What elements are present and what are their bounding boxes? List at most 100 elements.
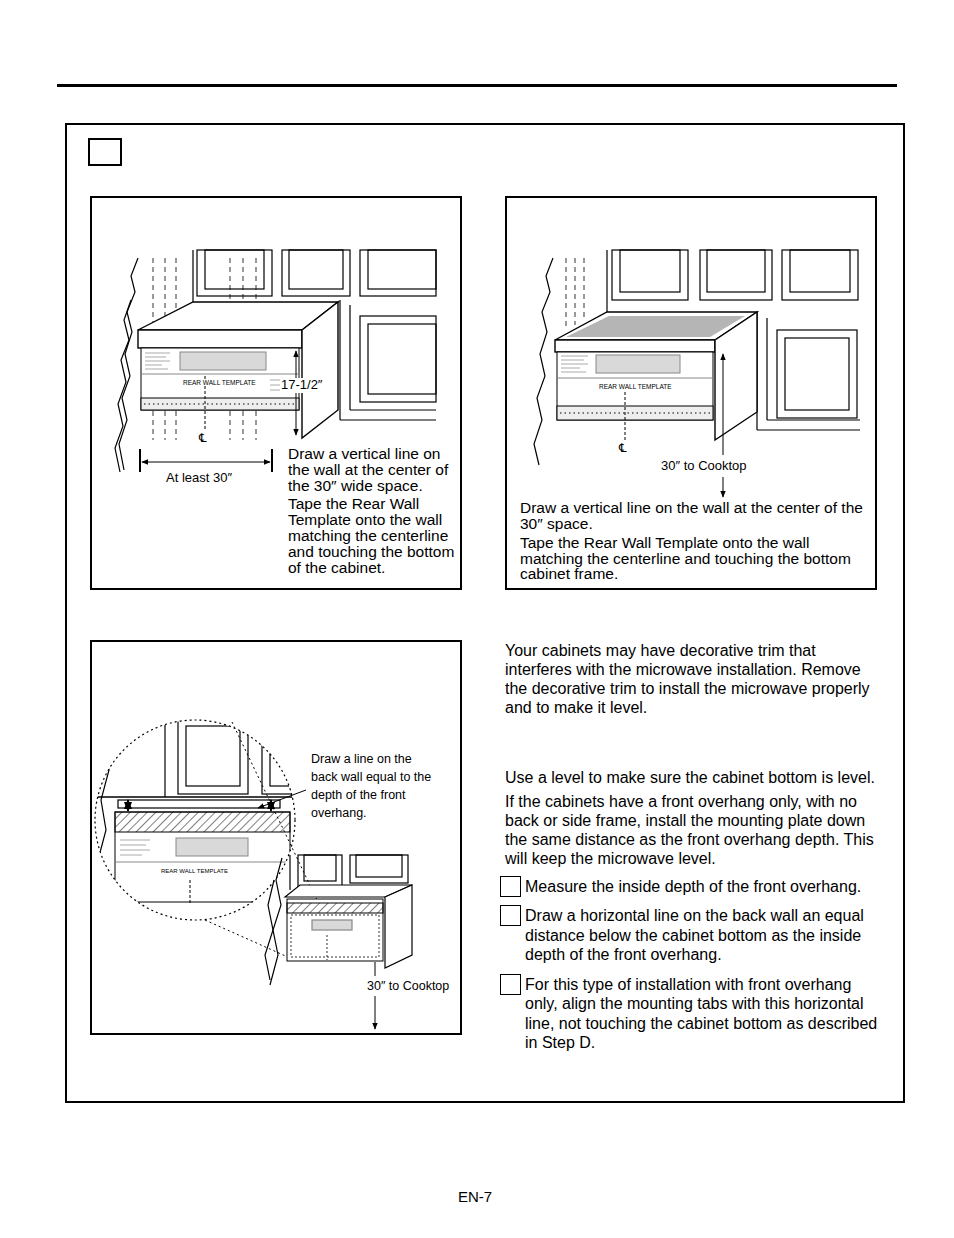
wall-break-line [534,258,553,465]
checkbox [500,905,521,926]
small-cabinet [298,855,342,887]
upper-cabinet [782,250,858,300]
small-cabinet [289,855,290,890]
centerline [625,392,626,440]
guide-dashes [575,258,576,325]
template-label: REAR WALL TEMPLATE [598,383,673,390]
zoom-detail [120,845,146,846]
small-cabinet [287,899,383,961]
rear-wall-template [141,348,299,410]
small-cabinet [287,903,383,913]
cabinet-bottom [566,316,745,337]
page-number: EN-7 [458,1188,492,1205]
dimension-arrow [723,354,724,455]
upper-cabinet [620,250,680,292]
cabinet-bottom [555,340,715,352]
instruction-frame: Draw a vertical line on the wall at the … [65,123,905,1103]
dimension-arrow [139,449,141,472]
rear-wall-template [560,413,710,414]
callout-leader [258,790,306,808]
dimension-label: 17-1/2″ [280,378,323,393]
rear-wall-template [557,406,713,420]
zoom-circle [95,720,295,920]
dimension-label: 30″ to Cooktop [366,979,450,993]
upper-cabinet [757,429,860,430]
guide-dashes [584,258,585,320]
dimension-arrow [296,351,297,435]
instruction-text: Use a level to make sure the cabinet bot… [505,768,881,787]
rear-wall-template [180,352,266,370]
instruction-text: Your cabinets may have decorative trim t… [505,641,881,717]
cabinet-bottom [138,330,302,348]
upper-cabinet [197,250,272,296]
zoom-detail [98,720,110,860]
upper-cabinet [777,330,857,418]
zoom-detail [178,718,248,794]
rear-wall-template [561,368,580,369]
zoom-detail [115,812,290,902]
small-cabinet [265,855,412,985]
zoom-detail [95,796,300,798]
rear-wall-template [141,374,299,375]
small-cabinet [385,885,412,968]
rear-wall-template [145,353,294,390]
small-cabinet [350,855,408,883]
cabinet-bottom [138,302,338,438]
instruction-panel: Draw a vertical line on the wall at the … [90,196,462,590]
zoom-detail [270,800,272,811]
upper-cabinet [790,250,850,292]
rear-wall-template [145,353,170,354]
centerline [625,392,626,440]
upper-cabinet [350,409,436,410]
small-cabinet [327,935,328,960]
small-cabinet [304,855,336,881]
zoom-detail [176,838,248,856]
zoom-detail [115,862,290,863]
rear-wall-template [144,404,296,405]
rear-wall-template [145,361,170,362]
rear-wall-template [141,348,299,410]
callout-leader [258,790,306,808]
upper-cabinet [205,250,264,289]
dimension-arrow [375,962,376,1029]
dimension-arrow [375,962,376,976]
rear-wall-template [145,357,166,358]
dimension-label: 30″ to Cooktop [660,459,748,474]
upper-cabinet [282,250,350,296]
upper-cabinet [707,250,765,292]
guide-dashes [566,258,567,330]
dimension-arrow [723,477,724,497]
upper-cabinet [289,250,343,289]
rear-wall-template [561,364,588,365]
dimension-label: At least 30″ [165,471,233,486]
upper-cabinet [766,318,767,420]
header-rule [57,84,897,87]
guide-dashes [566,258,584,330]
dimension-arrow [375,996,376,1029]
step-letter-box [89,139,121,165]
centerline-symbol: ℄ [199,432,207,446]
zoom-detail [120,840,150,855]
rear-wall-template [561,360,584,361]
rear-wall-template [561,356,588,372]
zoom-detail [115,812,290,832]
upper-cabinet [339,300,340,420]
wall-break-line [534,258,553,465]
upper-cabinet [192,250,193,302]
upper-cabinet [612,250,688,300]
wall-break-line [115,258,138,472]
cabinet-bottom [715,312,757,440]
instruction-panel: Draw a line on the back wall equal to th… [90,640,462,1035]
instruction-text: Draw a vertical line on the wall at the … [520,500,874,531]
zoom-detail [164,718,165,797]
zoom-connector [232,722,318,902]
rear-wall-template [596,355,680,373]
checklist-item: For this type of installation with front… [525,975,885,1053]
small-cabinet [265,880,274,980]
rear-wall-template [557,352,713,420]
small-cabinet [291,915,379,957]
rear-wall-template [557,378,713,379]
zoom-detail [190,880,191,905]
